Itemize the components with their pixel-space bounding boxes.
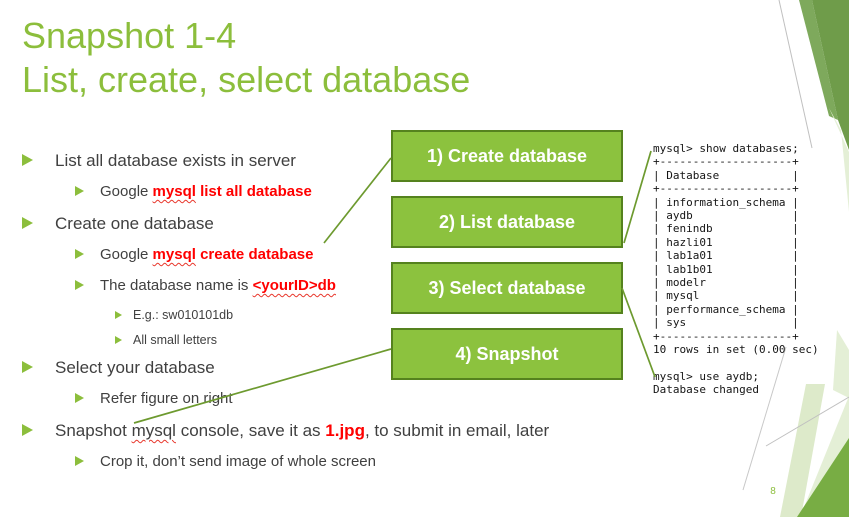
text-segment: List all database exists in server bbox=[55, 151, 296, 170]
text-segment: <yourID>db bbox=[252, 277, 336, 294]
bullet-item: Google mysql list all database bbox=[0, 182, 720, 201]
text-segment: create database bbox=[195, 246, 314, 263]
flow-box: 3) Select database bbox=[391, 262, 623, 314]
bullet-triangle-icon bbox=[75, 249, 84, 259]
flow-box: 2) List database bbox=[391, 196, 623, 248]
text-segment: mysql bbox=[152, 246, 196, 263]
bullet-item: List all database exists in server bbox=[0, 150, 720, 171]
bullet-item: Snapshot mysql console, save it as 1.jpg… bbox=[0, 420, 720, 441]
decor-gray-line-bottom bbox=[765, 396, 849, 447]
bullet-triangle-icon bbox=[75, 280, 84, 290]
decor-pale-sliver-top bbox=[829, 108, 849, 212]
bullet-text: List all database exists in server bbox=[55, 150, 296, 171]
text-segment: All small letters bbox=[133, 333, 218, 347]
text-segment: 1.jpg bbox=[325, 421, 365, 440]
text-segment: mysql bbox=[131, 421, 176, 440]
console-output: mysql> show databases; +----------------… bbox=[653, 142, 819, 397]
bullet-triangle-icon bbox=[75, 456, 84, 466]
bullet-text: Select your database bbox=[55, 357, 215, 378]
title-line-2: List, create, select database bbox=[22, 59, 471, 100]
decor-stripe-top-right bbox=[799, 0, 838, 120]
text-segment: console, save it as bbox=[175, 421, 326, 440]
bullet-text: E.g.: sw010101db bbox=[133, 307, 233, 323]
bullet-triangle-icon bbox=[22, 217, 33, 229]
text-segment: Create one database bbox=[55, 214, 214, 233]
decor-wedge-top-right bbox=[812, 0, 849, 150]
decor-gray-line-bottom-2 bbox=[742, 346, 787, 491]
bullet-text: The database name is <yourID>db bbox=[100, 276, 336, 295]
text-segment: E.g.: sw010101db bbox=[133, 308, 234, 322]
bullet-item: Refer figure on right bbox=[0, 389, 720, 408]
flow-box: 1) Create database bbox=[391, 130, 623, 182]
decor-gray-line-top bbox=[778, 0, 813, 149]
text-segment: Google bbox=[100, 246, 153, 263]
bullet-item: All small letters bbox=[0, 332, 720, 348]
title-line-1: Snapshot 1-4 bbox=[22, 15, 237, 56]
bullet-triangle-icon bbox=[22, 361, 33, 373]
text-segment: Crop it, don’t send image of whole scree… bbox=[100, 453, 376, 470]
bullet-item: Crop it, don’t send image of whole scree… bbox=[0, 452, 720, 471]
decor-pale-sliver-mid bbox=[833, 330, 849, 398]
text-segment: mysql bbox=[152, 183, 196, 200]
text-segment: Google bbox=[100, 183, 153, 200]
bullet-text: Snapshot mysql console, save it as 1.jpg… bbox=[55, 420, 549, 441]
bullet-triangle-icon bbox=[75, 186, 84, 196]
text-segment: , to submit in email, later bbox=[364, 421, 550, 440]
bullet-item: Create one database bbox=[0, 213, 720, 234]
flow-boxes: 1) Create database 2) List database 3) Sel… bbox=[391, 130, 623, 380]
bullet-text: Google mysql list all database bbox=[100, 182, 312, 201]
slide-title: Snapshot 1-4 List, create, select databa… bbox=[22, 14, 470, 102]
text-segment: The database name is bbox=[100, 277, 253, 294]
bullet-text: Create one database bbox=[55, 213, 214, 234]
bullet-item: Google mysql create database bbox=[0, 245, 720, 264]
text-segment: list all database bbox=[195, 183, 312, 200]
bullet-triangle-icon bbox=[75, 393, 84, 403]
bullet-text: All small letters bbox=[133, 332, 217, 348]
text-segment: Select your database bbox=[55, 358, 215, 377]
text-segment: Refer figure on right bbox=[100, 390, 233, 407]
bullet-text: Refer figure on right bbox=[100, 389, 233, 408]
bullet-triangle-icon bbox=[22, 154, 33, 166]
bullet-item: E.g.: sw010101db bbox=[0, 307, 720, 323]
bullet-text: Crop it, don’t send image of whole scree… bbox=[100, 452, 376, 471]
text-segment: Snapshot bbox=[55, 421, 132, 440]
decor-triangle-bottom-right bbox=[797, 438, 849, 517]
bullet-text: Google mysql create database bbox=[100, 245, 313, 264]
bullet-triangle-icon bbox=[115, 336, 122, 344]
bullet-triangle-icon bbox=[22, 424, 33, 436]
page-number: 8 bbox=[770, 486, 776, 497]
bullet-item: The database name is <yourID>db bbox=[0, 276, 720, 295]
flow-box: 4) Snapshot bbox=[391, 328, 623, 380]
bullet-triangle-icon bbox=[115, 311, 122, 319]
